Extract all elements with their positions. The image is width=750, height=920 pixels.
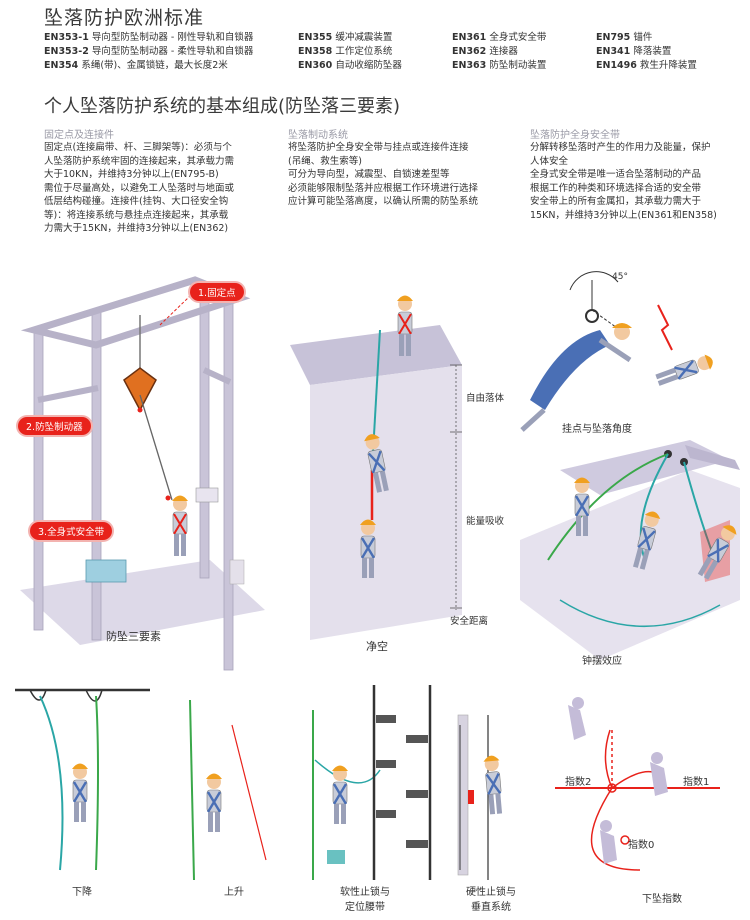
column-arrest: 坠落制动系统 将坠落防护全身安全带与挂点或连接件连接(吊绳、救生索等)可分为导向… — [288, 126, 516, 209]
tag-anchor-point: 1.固定点 — [190, 283, 244, 301]
figure-work-positioning — [312, 685, 432, 880]
standard-item: EN795 锚件 — [596, 32, 653, 43]
figure-caption-pendulum: 钟摆效应 — [582, 656, 622, 667]
standard-item: EN341 降落装置 — [596, 46, 672, 57]
section-title: 个人坠落防护系统的基本组成(防坠落三要素) — [44, 96, 401, 117]
fall-arrester-device — [123, 367, 157, 412]
standard-item: EN363 防坠制动装置 — [452, 60, 547, 71]
platform — [20, 560, 265, 645]
figure-caption-three-elements: 防坠三要素 — [106, 630, 161, 643]
column-harness: 坠落防护全身安全带 分解转移坠落时产生的作用力及能量，保护人体安全全身式安全带是… — [530, 126, 745, 222]
column-body: 将坠落防护全身安全带与挂点或连接件连接(吊绳、救生索等)可分为导向型，减震型、自… — [288, 142, 479, 207]
toolbox — [85, 559, 127, 583]
column-heading: 坠落制动系统 — [288, 130, 348, 141]
standards-col-2: EN355 缓冲减震装置 EN358 工作定位系统 EN360 自动收缩防坠器 — [298, 31, 402, 73]
figure-three-elements — [20, 276, 265, 671]
label-fall-factor-1: 指数1 — [683, 777, 710, 788]
standard-item: EN1496 救生升降装置 — [596, 60, 697, 71]
column-body: 固定点(连接扁带、杆、三脚架等)：必须与个人坠落防护系统牢固的连接起来，其承载力… — [44, 142, 235, 234]
figure-caption-vertical-system: 硬性止锁与垂直系统 — [466, 887, 516, 913]
column-heading: 固定点及连接件 — [44, 130, 114, 141]
label-angle: 45° — [612, 272, 628, 282]
figure-caption-clearance: 净空 — [366, 640, 388, 653]
standards-col-1: EN353-1 导向型防坠制动器 - 刚性导轨和自锁器 EN353-2 导向型防… — [44, 31, 253, 73]
standard-item: EN358 工作定位系统 — [298, 46, 393, 57]
standard-item: EN362 连接器 — [452, 46, 518, 57]
figure-fall-factor — [555, 697, 720, 871]
column-anchor: 固定点及连接件 固定点(连接扁带、杆、三脚架等)：必须与个人坠落防护系统牢固的连… — [44, 126, 279, 236]
label-fall-factor-2: 指数2 — [565, 777, 592, 788]
label-fall-factor-0: 指数0 — [628, 840, 655, 851]
figure-caption-fall-factor: 下坠指数 — [642, 894, 682, 905]
standard-item: EN353-2 导向型防坠制动器 - 柔性导轨和自锁器 — [44, 46, 254, 57]
figure-ascent — [189, 699, 267, 881]
standard-item: EN353-1 导向型防坠制动器 - 刚性导轨和自锁器 — [44, 32, 254, 43]
standard-item: EN360 自动收缩防坠器 — [298, 60, 402, 71]
figure-caption-descent: 下降 — [72, 887, 92, 898]
standards-col-4: EN795 锚件 EN341 降落装置 EN1496 救生升降装置 — [596, 31, 697, 73]
label-free-fall: 自由落体 — [466, 393, 505, 404]
figure-pendulum — [520, 440, 741, 660]
column-body: 分解转移坠落时产生的作用力及能量，保护人体安全全身式安全带是唯一适合坠落制动的产… — [530, 142, 717, 221]
standard-item: EN354 系绳(带)、金属锁链，最大长度2米 — [44, 60, 228, 71]
column-heading: 坠落防护全身安全带 — [530, 130, 620, 141]
standards-col-3: EN361 全身式安全带 EN362 连接器 EN363 防坠制动装置 — [452, 31, 546, 73]
figure-vertical-system — [457, 714, 506, 880]
standard-item: EN355 缓冲减震装置 — [298, 32, 393, 43]
figure-descent — [15, 688, 150, 871]
figure-caption-anchor-angle: 挂点与坠落角度 — [562, 424, 632, 435]
tag-fall-arrester: 2.防坠制动器 — [18, 417, 91, 435]
tag-full-body-harness: 3.全身式安全带 — [30, 522, 113, 540]
figure-anchor-angle — [520, 271, 717, 432]
label-energy-absorption: 能量吸收 — [466, 516, 505, 527]
figure-caption-work-positioning: 软性止锁与定位腰带 — [340, 887, 390, 913]
page-title: 坠落防护欧洲标准 — [44, 7, 205, 29]
figure-caption-ascent: 上升 — [224, 887, 244, 898]
standard-item: EN361 全身式安全带 — [452, 32, 547, 43]
label-safety-distance: 安全距离 — [450, 616, 489, 627]
figure-clearance — [290, 294, 462, 640]
